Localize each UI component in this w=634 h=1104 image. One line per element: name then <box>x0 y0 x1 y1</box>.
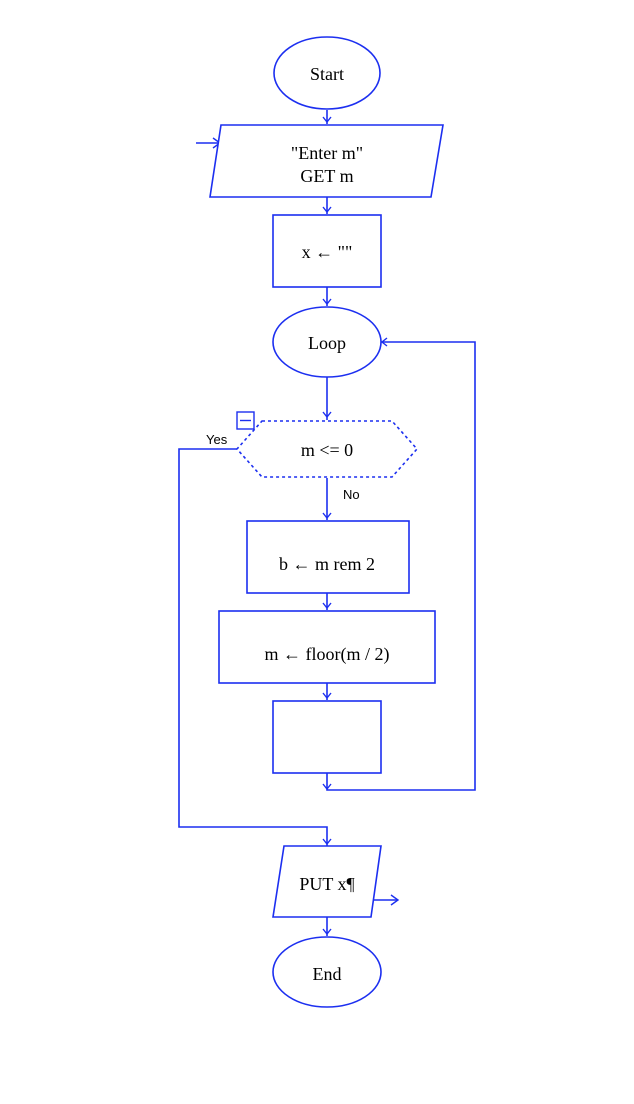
arrowhead <box>322 206 332 214</box>
loop-label: Loop <box>308 333 346 353</box>
output-block[interactable]: PUT x¶ <box>272 845 382 918</box>
decision-yes-label: Yes <box>206 432 228 447</box>
assign-x-block[interactable]: x ← "" <box>272 214 382 288</box>
arrowhead <box>322 116 332 124</box>
empty-block[interactable] <box>272 700 382 774</box>
assign-m-label: m ← floor(m / 2) <box>265 644 390 665</box>
input-statement-label: GET m <box>300 166 353 186</box>
decision-block[interactable]: m <= 0 <box>235 420 419 478</box>
arrowhead <box>322 838 332 846</box>
input-block[interactable]: "Enter m" GET m <box>209 124 444 198</box>
arrowhead <box>322 298 332 306</box>
arrowhead <box>322 602 332 610</box>
arrowhead <box>322 783 332 791</box>
output-label: PUT x¶ <box>299 874 354 894</box>
assign-b-block[interactable]: b ← m rem 2 <box>246 520 410 594</box>
arrowhead <box>322 411 332 419</box>
loop-terminal[interactable]: Loop <box>272 306 382 378</box>
decision-no-label: No <box>343 487 360 502</box>
assign-b-label: b ← m rem 2 <box>279 554 375 574</box>
assign-x-label: x ← "" <box>302 242 353 262</box>
input-prompt-label: "Enter m" <box>291 143 363 163</box>
end-terminal[interactable]: End <box>272 936 382 1008</box>
connector-loop-back <box>326 341 476 791</box>
output-port-arrow-icon <box>390 894 400 906</box>
start-terminal[interactable]: Start <box>273 36 381 110</box>
assign-m-block[interactable]: m ← floor(m / 2) <box>218 610 436 684</box>
connectors <box>178 110 476 936</box>
collapse-toggle-button[interactable] <box>236 411 255 430</box>
start-label: Start <box>310 64 344 84</box>
decision-condition-label: m <= 0 <box>301 440 353 460</box>
arrowhead <box>322 512 332 520</box>
arrowhead <box>322 928 332 936</box>
arrowhead <box>380 337 388 347</box>
arrowhead <box>322 692 332 700</box>
connector-decision-yes-to-output <box>178 448 328 846</box>
end-label: End <box>313 964 342 984</box>
